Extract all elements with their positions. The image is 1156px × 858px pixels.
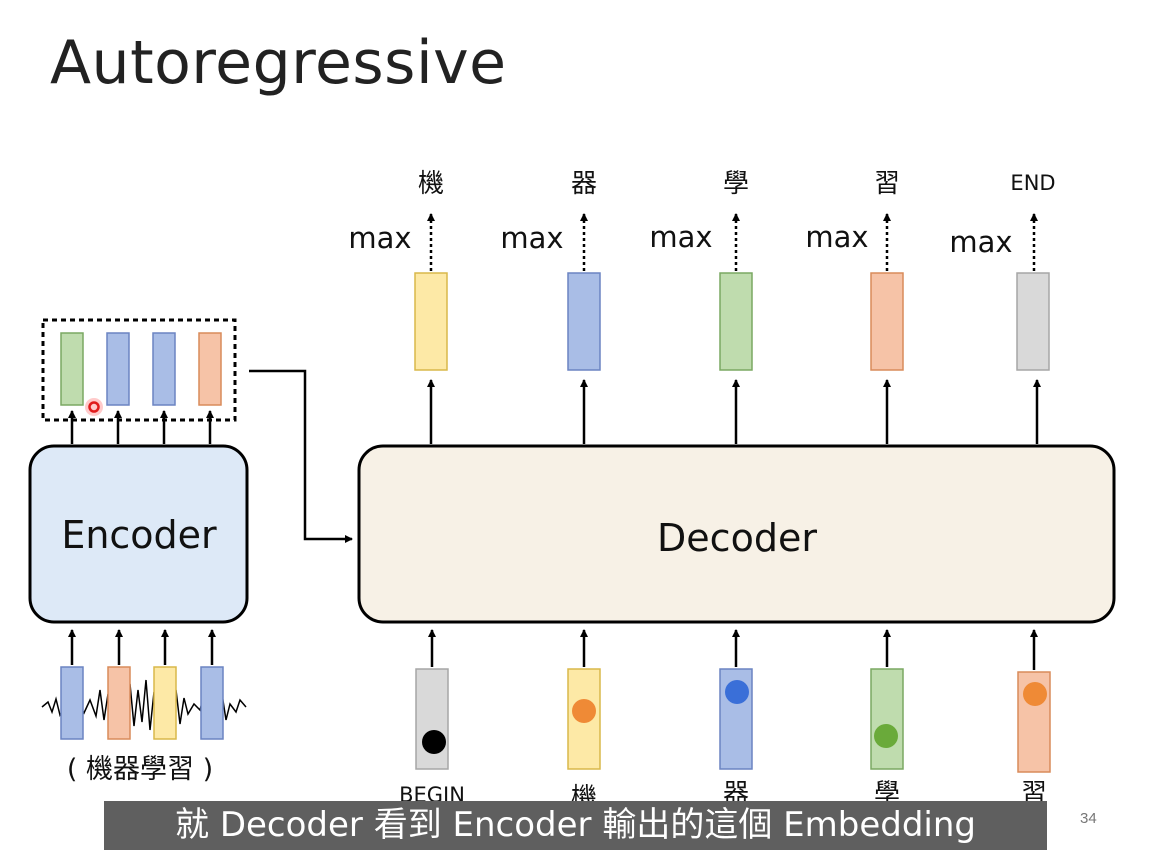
- output-token-2: 器: [571, 169, 597, 199]
- encoder-output-vector-3: [152, 332, 176, 406]
- dot-orange-1: [572, 699, 596, 723]
- encoder-input-vector-3: [153, 666, 177, 740]
- encoder-output-vectors: [60, 332, 222, 406]
- encoder-box: [28, 444, 249, 624]
- decoder-output-vector-4: [870, 272, 904, 371]
- dot-black: [422, 730, 446, 754]
- max-label-3: max: [649, 220, 712, 254]
- output-token-1: 機: [418, 169, 444, 199]
- dot-orange-2: [1023, 682, 1047, 706]
- encoder-output-dotted-box: [41, 318, 237, 422]
- dot-blue: [725, 680, 749, 704]
- encoder-input-caption: ( 機器學習 ): [67, 754, 213, 785]
- decoder-output-arrows: [427, 379, 1041, 444]
- decoder-input-vectors: [415, 668, 1051, 773]
- max-labels: max max max max max: [348, 220, 1012, 259]
- encoder-input-vector-1: [60, 666, 84, 740]
- cursor-indicator: [85, 398, 103, 416]
- decoder-input-arrows: [428, 629, 1038, 670]
- encoder-block: Encoder: [28, 444, 249, 624]
- slide-title: Autoregressive: [50, 28, 507, 98]
- encoder-output-vector-1: [60, 332, 84, 406]
- decoder-output-vectors: [414, 272, 1050, 371]
- dot-green: [874, 724, 898, 748]
- decoder-box: [357, 444, 1116, 624]
- encoder-output-vector-2: [106, 332, 130, 406]
- decoder-label: Decoder: [657, 516, 817, 560]
- encoder-input-vectors: [60, 666, 224, 740]
- decoder-block: Decoder: [357, 444, 1116, 624]
- page-number: 34: [1080, 810, 1097, 827]
- encoder-to-decoder-connector: [249, 369, 353, 543]
- encoder-output-arrows: [68, 410, 214, 444]
- decoder-output-vector-3: [719, 272, 753, 371]
- max-label-4: max: [805, 220, 868, 254]
- encoder-output-vector-4: [198, 332, 222, 406]
- decoder-input-vector-4: [870, 668, 904, 770]
- max-label-1: max: [348, 221, 411, 255]
- decoder-output-vector-2: [567, 272, 601, 371]
- encoder-input-arrows: [68, 629, 216, 665]
- output-token-3: 學: [723, 169, 749, 199]
- max-label-2: max: [500, 221, 563, 255]
- video-subtitle: 就 Decoder 看到 Encoder 輸出的這個 Embedding: [104, 801, 1047, 850]
- encoder-label: Encoder: [61, 513, 217, 557]
- max-label-5: max: [949, 225, 1012, 259]
- decoder-input-vector-1: [415, 668, 449, 770]
- output-token-5: END: [1010, 171, 1055, 195]
- encoder-input-vector-4: [200, 666, 224, 740]
- decoder-output-vector-5: [1016, 272, 1050, 371]
- decoder-output-vector-1: [414, 272, 448, 371]
- encoder-input-vector-2: [107, 666, 131, 740]
- decoder-input-dots: [422, 680, 1047, 754]
- decoder-output-tokens: 機 器 學 習 END: [418, 169, 1056, 199]
- output-token-4: 習: [874, 169, 900, 199]
